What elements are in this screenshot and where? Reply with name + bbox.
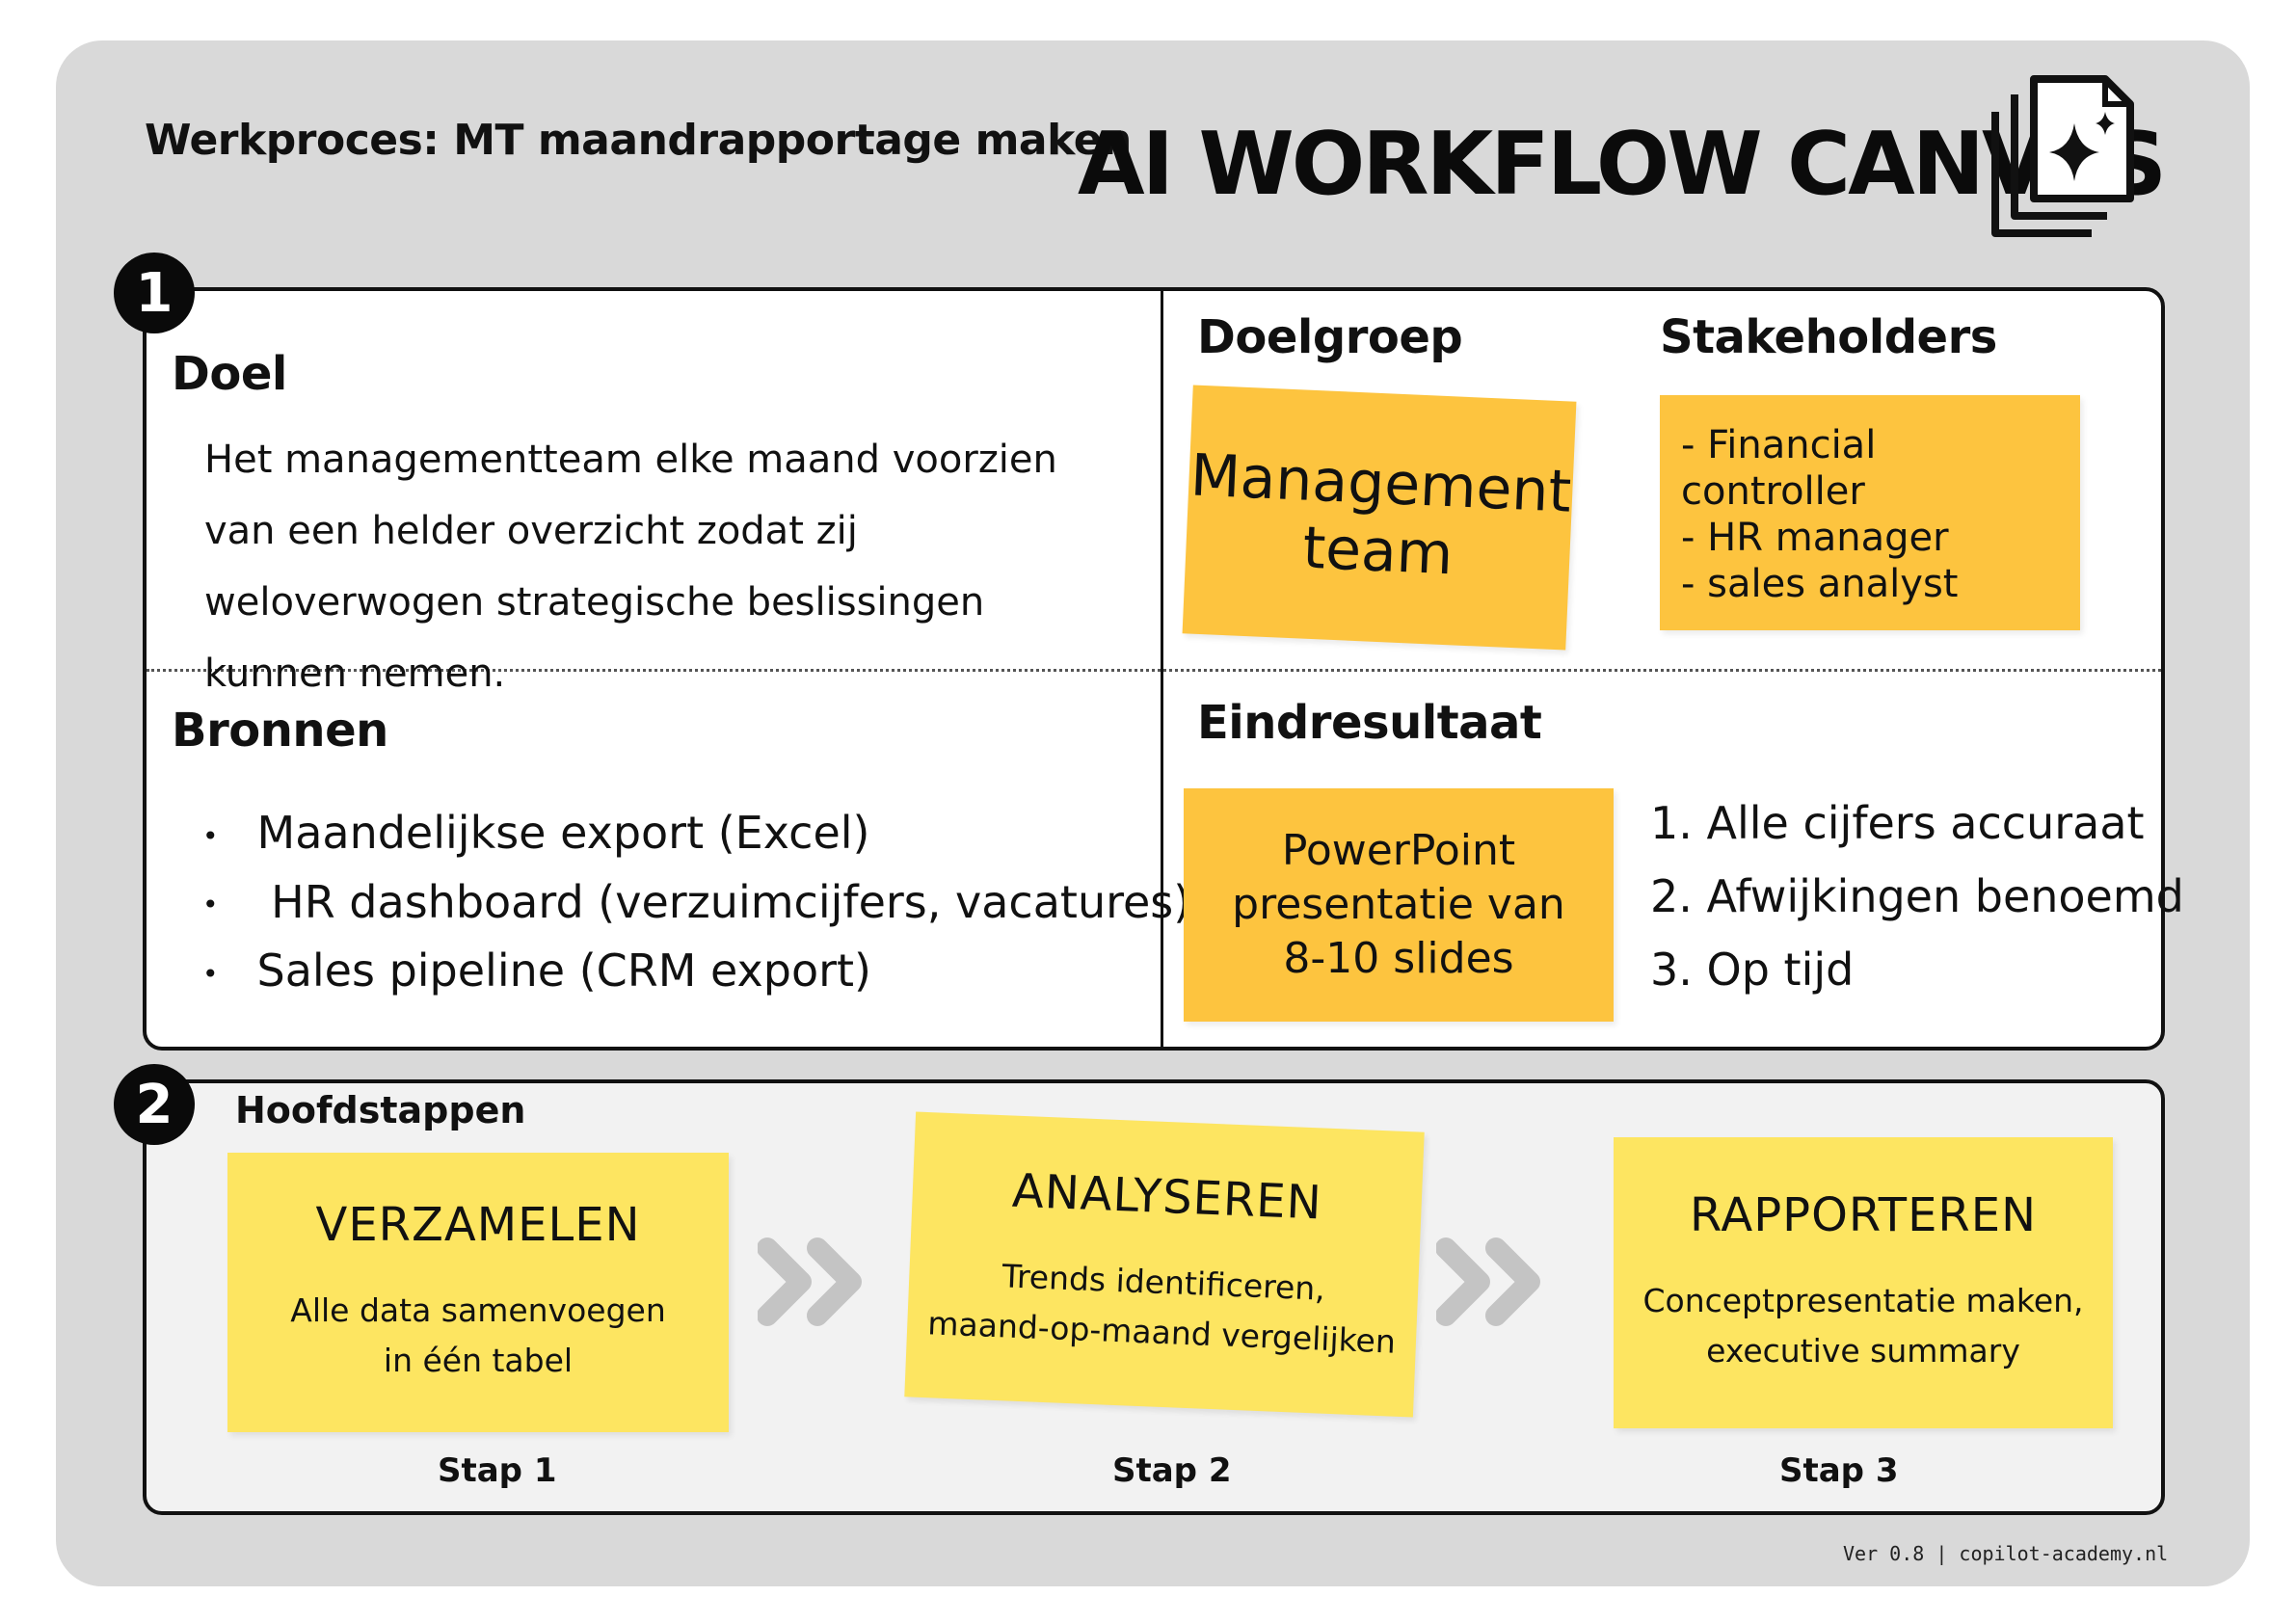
doelgroep-sticky-note: Management team: [1182, 385, 1577, 651]
hoofdstappen-heading: Hoofdstappen: [235, 1089, 526, 1131]
dotted-divider: [147, 669, 2161, 672]
step-sticky-note: RAPPORTEREN Conceptpresentatie maken, ex…: [1614, 1137, 2113, 1428]
criteria-list: 1. Alle cijfers accuraat 2. Afwijkingen …: [1650, 786, 2184, 1006]
eindresultaat-sticky-note: PowerPoint presentatie van 8-10 slides: [1184, 788, 1614, 1022]
bronnen-item: Sales pipeline (CRM export): [202, 938, 1190, 1007]
doelgroep-line: team: [1301, 514, 1455, 589]
workflow-subtitle: Werkproces: MT maandrapportage maken: [145, 116, 1132, 165]
eindresultaat-line: presentatie van: [1232, 880, 1565, 929]
step-description: in één tabel: [383, 1342, 574, 1379]
double-chevron-right-icon: [1436, 1237, 1540, 1326]
doel-heading: Doel: [172, 347, 287, 401]
page-title: AI WORKFLOW CANVAS: [1078, 114, 2167, 215]
version-footer: Ver 0.8 | copilot-academy.nl: [1843, 1542, 2169, 1565]
doel-text: Het managementteam elke maand voorzien v…: [204, 438, 1057, 696]
eindresultaat-line: 8-10 slides: [1283, 934, 1514, 983]
stakeholder-item: - HR manager: [1681, 516, 1949, 560]
step-label: Stap 1: [438, 1451, 557, 1490]
bronnen-heading: Bronnen: [172, 704, 388, 758]
bronnen-item: Maandelijkse export (Excel): [202, 800, 1190, 869]
section-badge-1: 1: [114, 253, 195, 333]
doelgroep-heading: Doelgroep: [1197, 310, 1463, 364]
criteria-item: 2. Afwijkingen benoemd: [1650, 870, 2184, 922]
step-title: ANALYSEREN: [1010, 1163, 1323, 1231]
step-description: Alle data samenvoegen: [290, 1291, 666, 1329]
step-sticky-note: VERZAMELEN Alle data samenvoegen in één …: [227, 1153, 729, 1432]
step-description: executive summary: [1706, 1332, 2020, 1370]
criteria-item: 3. Op tijd: [1650, 944, 1855, 996]
step-sticky-note: ANALYSEREN Trends identificeren, maand-o…: [904, 1111, 1425, 1418]
bronnen-item: HR dashboard (verzuimcijfers, vacatures): [202, 869, 1190, 939]
stakeholder-item: - Financial controller: [1681, 423, 1877, 514]
criteria-item: 1. Alle cijfers accuraat: [1650, 797, 2145, 849]
step-title: RAPPORTEREN: [1689, 1188, 2037, 1242]
stakeholder-item: - sales analyst: [1681, 562, 1959, 606]
eindresultaat-heading: Eindresultaat: [1197, 696, 1542, 750]
stakeholders-sticky-note: - Financial controller - HR manager - sa…: [1660, 395, 2080, 630]
step-description: maand-op-maand vergelijken: [926, 1304, 1397, 1361]
documents-sparkle-icon: [1991, 75, 2134, 237]
step-description: Conceptpresentatie maken,: [1642, 1282, 2084, 1319]
bronnen-list: Maandelijkse export (Excel) HR dashboard…: [202, 800, 1191, 1007]
eindresultaat-line: PowerPoint: [1281, 826, 1516, 875]
stakeholders-heading: Stakeholders: [1660, 310, 1997, 364]
doelgroep-line: Management: [1188, 441, 1573, 526]
step-label: Stap 2: [1112, 1451, 1232, 1490]
section-badge-2: 2: [114, 1064, 195, 1145]
step-title: VERZAMELEN: [315, 1198, 641, 1252]
double-chevron-right-icon: [758, 1237, 862, 1326]
step-label: Stap 3: [1779, 1451, 1899, 1490]
